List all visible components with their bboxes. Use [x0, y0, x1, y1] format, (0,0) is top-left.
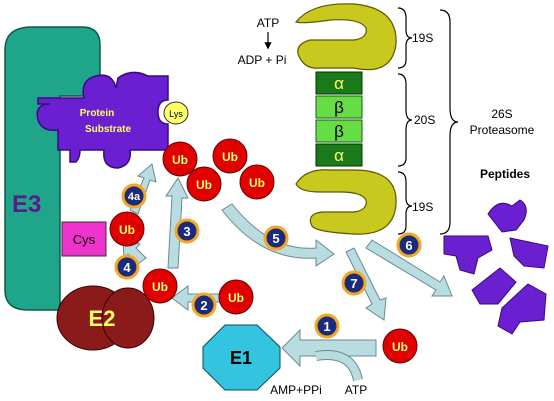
ub-label-chain-2: Ub	[222, 150, 238, 164]
protein-substrate-shape	[36, 71, 169, 169]
ub-chain-3	[186, 166, 222, 202]
arrow-step1	[281, 328, 377, 368]
amp-ppi-label: AMP+PPi	[270, 383, 322, 397]
label-20s: 20S	[414, 113, 435, 127]
step-4a-badge	[121, 183, 147, 209]
brace-19s-top	[397, 7, 413, 69]
ub-label-chain-1: Ub	[172, 153, 188, 167]
beta-bottom-label: β	[334, 122, 344, 141]
ub-label-chain-3: Ub	[196, 178, 212, 192]
ub-label-cys: Ub	[119, 223, 135, 237]
peptide-fragment-4	[471, 267, 517, 305]
step-6-label: 6	[405, 238, 412, 253]
ub-label-free: Ub	[392, 340, 408, 354]
step-1-label: 1	[323, 319, 330, 334]
ub-on-cys	[109, 211, 145, 247]
step-4-label: 4	[123, 260, 131, 275]
atp-bottom-label: ATP	[345, 383, 367, 397]
ub-chain-2	[212, 138, 248, 174]
beta-ring-top	[315, 95, 363, 119]
ub-on-e2	[142, 268, 178, 304]
proteasome-19s-top	[294, 3, 397, 71]
ub-molecules: Ub Ub Ub Ub Ub Ub Ub Ub	[109, 138, 418, 364]
step-7-badge	[341, 270, 367, 296]
brace-20s	[397, 73, 413, 167]
proteasome-19s-bottom	[295, 169, 397, 235]
proteasome-label-1: 26S	[491, 107, 512, 121]
brace-19s-bottom	[397, 171, 413, 235]
label-19s-bottom: 19S	[412, 200, 433, 214]
e1-octagon	[202, 324, 281, 391]
arrow-step6	[365, 239, 453, 297]
peptide-fragment-2	[443, 235, 493, 275]
cys-label: Cys	[73, 232, 96, 247]
alpha-ring-bottom	[315, 143, 363, 167]
ub-chain-4	[239, 164, 275, 200]
step-6-badge	[396, 232, 422, 258]
arrow-step5	[221, 203, 335, 267]
lys-residue	[163, 101, 189, 125]
proteasome-label-2: Proteasome	[470, 123, 535, 137]
ub-label-e2: Ub	[152, 280, 168, 294]
e3-label: E3	[12, 191, 41, 218]
lys-label: Lys	[169, 109, 183, 119]
brace-26s	[439, 9, 459, 235]
e1-label: E1	[230, 348, 252, 368]
protein-substrate-label-1: Protein	[80, 108, 114, 119]
peptide-fragment-3	[509, 237, 549, 269]
ub-free	[382, 328, 418, 364]
label-19s-top: 19S	[412, 31, 433, 45]
adp-pi-label: ADP + Pi	[238, 53, 287, 67]
ub-label-e1: Ub	[228, 291, 244, 305]
arrow-step3	[165, 177, 189, 269]
step-5-label: 5	[272, 231, 279, 246]
step-2-label: 2	[200, 298, 207, 313]
step-4-badge	[114, 254, 140, 280]
ub-on-e1	[218, 279, 254, 315]
atp-top-label: ATP	[257, 16, 279, 30]
alpha-bottom-label: α	[334, 146, 344, 165]
step-3-label: 3	[183, 224, 190, 239]
e2-lobe-right	[101, 287, 155, 349]
peptide-fragment-1	[487, 199, 527, 233]
beta-ring-bottom	[315, 119, 363, 143]
step-4a-label: 4a	[128, 191, 141, 203]
peptides-label: Peptides	[480, 167, 530, 181]
step-7-label: 7	[350, 276, 357, 291]
step-badges: 1 2 3 4 4a 5 6 7	[114, 183, 422, 339]
e2-label: E2	[89, 306, 116, 331]
step-1-badge	[314, 313, 340, 339]
beta-top-label: β	[334, 98, 344, 117]
size-braces	[397, 7, 459, 235]
atp-consumption-arrow-inner	[315, 351, 362, 382]
alpha-ring-top	[315, 71, 363, 95]
peptide-fragment-5	[497, 283, 547, 335]
alpha-top-label: α	[334, 74, 344, 93]
protein-substrate-label-2: Substrate	[85, 124, 132, 135]
step-2-badge	[191, 292, 217, 318]
ub-label-chain-4: Ub	[249, 176, 265, 190]
proteasome: α β β α	[294, 3, 397, 235]
step-5-badge	[263, 225, 289, 251]
step-3-badge	[174, 218, 200, 244]
e3-ligase-shape	[4, 26, 101, 311]
cys-box	[61, 221, 107, 257]
ub-chain-1	[162, 141, 198, 177]
peptide-fragments	[443, 199, 549, 335]
